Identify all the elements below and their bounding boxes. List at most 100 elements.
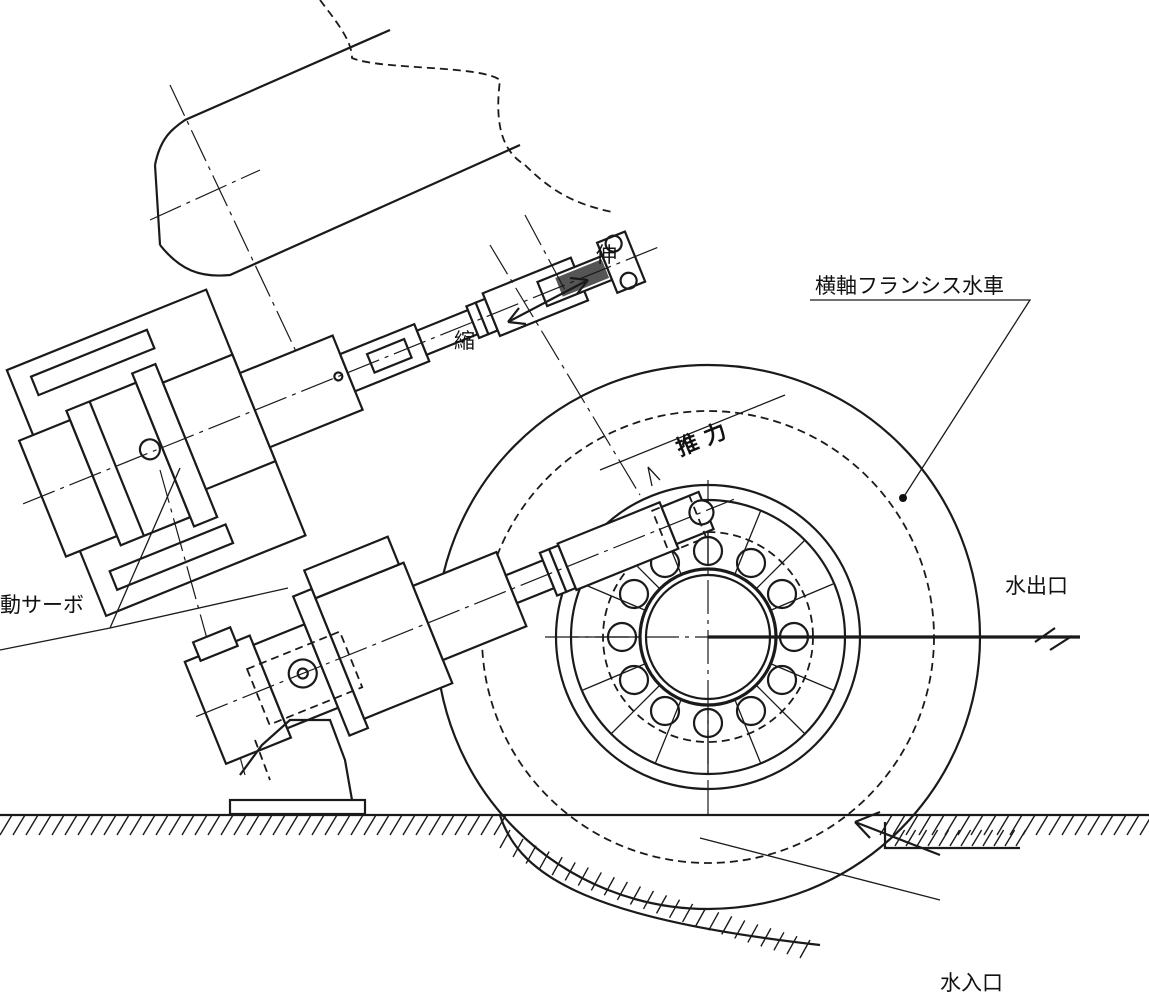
hatch-mark [155, 814, 169, 836]
hatch-mark [525, 845, 537, 864]
hatch-mark [894, 829, 906, 847]
hatch-mark [207, 814, 221, 836]
hatch-mark [64, 814, 78, 836]
hatch-mark [181, 814, 195, 836]
hatch-mark [1015, 829, 1027, 847]
hatch-mark [259, 814, 273, 836]
hatch-mark [971, 829, 983, 847]
hatch-mark [1074, 814, 1088, 836]
hatch-mark [538, 851, 550, 870]
hatch-mark [931, 814, 945, 836]
hatch-mark [629, 886, 642, 905]
hatch-mark [918, 814, 932, 836]
extend-label: 伸 [596, 243, 617, 267]
hatch-mark [642, 890, 655, 910]
hatch-mark [668, 899, 681, 919]
hatch-mark [428, 814, 442, 836]
hatch-mark [363, 814, 377, 836]
ground [0, 813, 1149, 959]
hatch-mark [220, 814, 234, 836]
hatch-mark [77, 814, 91, 836]
thrust-label: 推 力 [673, 419, 730, 462]
retract-label: 縮 [454, 329, 475, 353]
water-inlet-arrow [699, 810, 941, 901]
hatch-mark [892, 814, 906, 836]
hatch-mark [454, 814, 468, 836]
hatch-mark [194, 814, 208, 836]
hatch-mark [1048, 814, 1062, 836]
upper-housing [149, 0, 613, 361]
hatch-mark [233, 814, 247, 836]
hatch-mark [467, 814, 481, 836]
hatch-mark [551, 856, 563, 876]
hatch-mark [590, 872, 602, 891]
hatch-mark [272, 814, 286, 836]
hatch-mark [993, 829, 1005, 847]
hatch-mark [25, 814, 39, 836]
hatch-mark [905, 814, 919, 836]
hatch-mark [1126, 814, 1140, 836]
hatch-mark [337, 814, 351, 836]
hatch-mark [957, 814, 971, 836]
hatch-mark [402, 814, 416, 836]
hatch-mark [103, 814, 117, 836]
hatch-mark [168, 814, 182, 836]
hatch-mark [116, 814, 130, 836]
hatch-mark [38, 814, 52, 836]
hatch-mark [681, 903, 694, 923]
hatch-mark [708, 911, 720, 931]
water-inlet-label: 水入口 [940, 971, 1003, 995]
hatch-mark [129, 814, 143, 836]
leader-lines [0, 299, 1032, 651]
hatch-mark [246, 814, 260, 836]
hatch-mark [1009, 814, 1023, 836]
hatch-mark [616, 881, 629, 901]
hatch-mark [938, 829, 950, 847]
hatch-mark [916, 829, 928, 847]
hatch-mark [773, 931, 785, 951]
water-outlet-label: 水出口 [1005, 574, 1068, 598]
hatch-mark [996, 814, 1010, 836]
hatch-mark [51, 814, 65, 836]
hatch-mark [1061, 814, 1075, 836]
hatch-mark [389, 814, 403, 836]
hatch-mark [1004, 829, 1016, 847]
turbine-label: 横軸フランシス水車 [815, 274, 1004, 298]
hatch-mark [734, 920, 746, 939]
hatch-mark [90, 814, 104, 836]
hatch-mark [350, 814, 364, 836]
hatch-mark [1113, 814, 1127, 836]
hatch-mark [415, 814, 429, 836]
hatch-mark [493, 814, 507, 836]
extend-retract-arrow [507, 276, 589, 326]
hatch-mark [949, 829, 961, 847]
hatch-mark [603, 876, 615, 896]
hatch-mark [480, 814, 494, 836]
hatch-mark [983, 814, 997, 836]
servo-label: 動サーボ [0, 593, 84, 617]
hatch-mark [655, 895, 668, 914]
hatch-mark [376, 814, 390, 836]
hatch-mark [786, 935, 798, 955]
hatch-mark [441, 814, 455, 836]
upper-servo [5, 230, 664, 618]
hatch-mark [142, 814, 156, 836]
hatch-mark [0, 814, 13, 836]
hatch-mark [311, 814, 325, 836]
hatch-mark [1035, 814, 1049, 836]
ground-hatch [0, 814, 1149, 959]
hatch-mark [12, 814, 26, 836]
hatch-mark [298, 814, 312, 836]
hatch-mark [970, 814, 984, 836]
hatch-mark [285, 814, 299, 836]
hatch-mark [1139, 818, 1149, 836]
hatch-mark [564, 862, 576, 881]
hatch-mark [747, 924, 759, 943]
hatch-mark [927, 829, 939, 847]
hatch-mark [695, 907, 707, 927]
hatch-mark [324, 814, 338, 836]
hatch-mark [982, 829, 994, 847]
hatch-mark [577, 867, 589, 886]
turbine-wheel [434, 363, 1080, 911]
